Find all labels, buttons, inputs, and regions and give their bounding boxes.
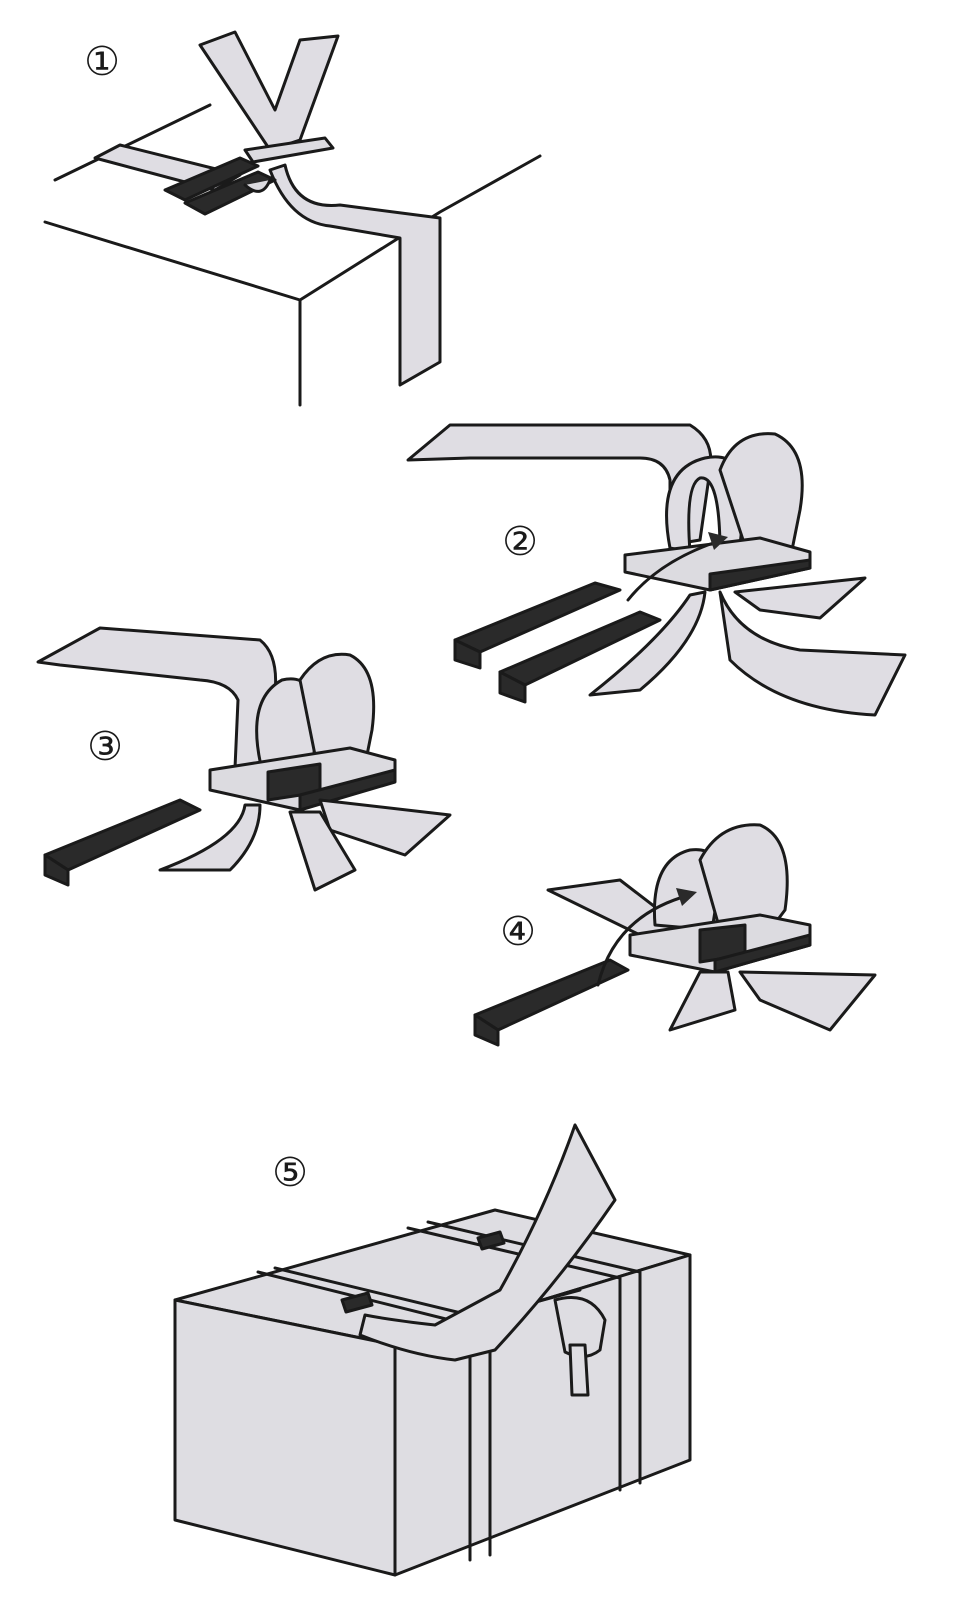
step-2-figure xyxy=(406,423,907,717)
step-3-label: ③ xyxy=(87,725,123,769)
step-5-figure xyxy=(173,1123,692,1577)
step-4-label: ④ xyxy=(500,910,536,954)
step-4-figure xyxy=(473,823,877,1047)
step-1-label: ① xyxy=(84,40,120,84)
step-2-label: ② xyxy=(502,520,538,564)
step-1-figure xyxy=(43,30,542,407)
step-5-label: ⑤ xyxy=(272,1151,308,1195)
step-3-figure xyxy=(36,626,452,892)
